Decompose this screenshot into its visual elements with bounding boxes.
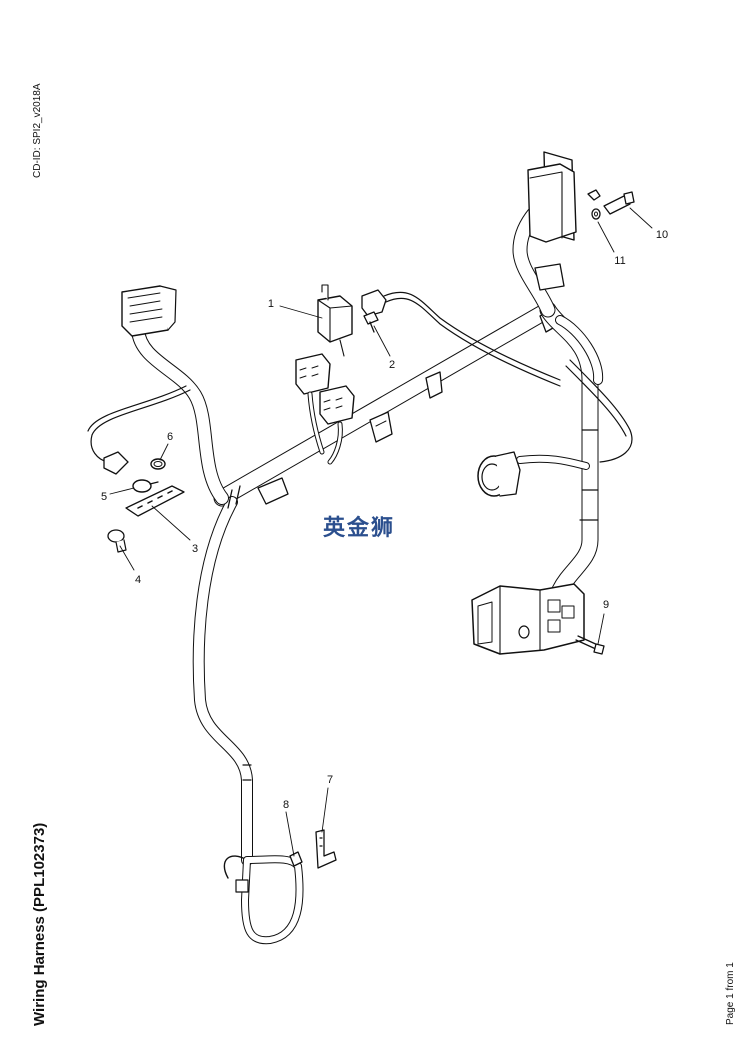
main-trunk bbox=[213, 301, 557, 507]
part-bolt-10 bbox=[603, 191, 635, 215]
callout-7: 7 bbox=[327, 774, 333, 786]
cd-id-label: CD-ID: SPI2_v2018A bbox=[32, 83, 43, 179]
watermark-logo: 英金狮 bbox=[323, 516, 396, 541]
callout-2: 2 bbox=[389, 359, 395, 371]
top-right-connector bbox=[527, 151, 577, 243]
part-bracket-7 bbox=[315, 829, 337, 869]
part-clip-8 bbox=[289, 851, 303, 867]
lower-loop bbox=[223, 855, 304, 945]
page-number: Page 1 from 1 bbox=[725, 962, 736, 1025]
callout-4: 4 bbox=[135, 574, 141, 586]
callout-10: 10 bbox=[656, 229, 668, 241]
top-left-connector bbox=[121, 285, 177, 337]
ecu-connector bbox=[471, 583, 585, 655]
callout-6: 6 bbox=[167, 431, 173, 443]
relay-part bbox=[317, 284, 353, 357]
callout-9: 9 bbox=[603, 599, 609, 611]
callout-8: 8 bbox=[283, 799, 289, 811]
part-bolt-2 bbox=[363, 311, 379, 333]
callout-labels: 1 2 3 4 5 6 7 8 9 10 11 bbox=[101, 229, 668, 811]
part-bolt-4 bbox=[107, 529, 127, 553]
left-thin-wire bbox=[87, 385, 191, 475]
round-connector bbox=[477, 451, 590, 497]
left-upper-branch bbox=[131, 323, 229, 505]
callout-11: 11 bbox=[614, 255, 625, 267]
top-center-connector bbox=[361, 289, 561, 387]
right-thin-wire bbox=[565, 359, 633, 463]
callout-5: 5 bbox=[101, 491, 107, 503]
part-strip-3 bbox=[125, 485, 185, 517]
leader-lines bbox=[109, 207, 653, 857]
center-connectors bbox=[295, 353, 355, 465]
callout-1: 1 bbox=[268, 298, 274, 310]
part-washer-11 bbox=[587, 189, 601, 220]
part-clamp-6 bbox=[150, 458, 166, 470]
document-title: Wiring Harness (PPL102373) bbox=[31, 822, 48, 1026]
part-bolt-9 bbox=[575, 635, 605, 655]
left-branch bbox=[192, 496, 253, 866]
part-clamp-5 bbox=[132, 479, 159, 493]
callout-3: 3 bbox=[192, 543, 198, 555]
